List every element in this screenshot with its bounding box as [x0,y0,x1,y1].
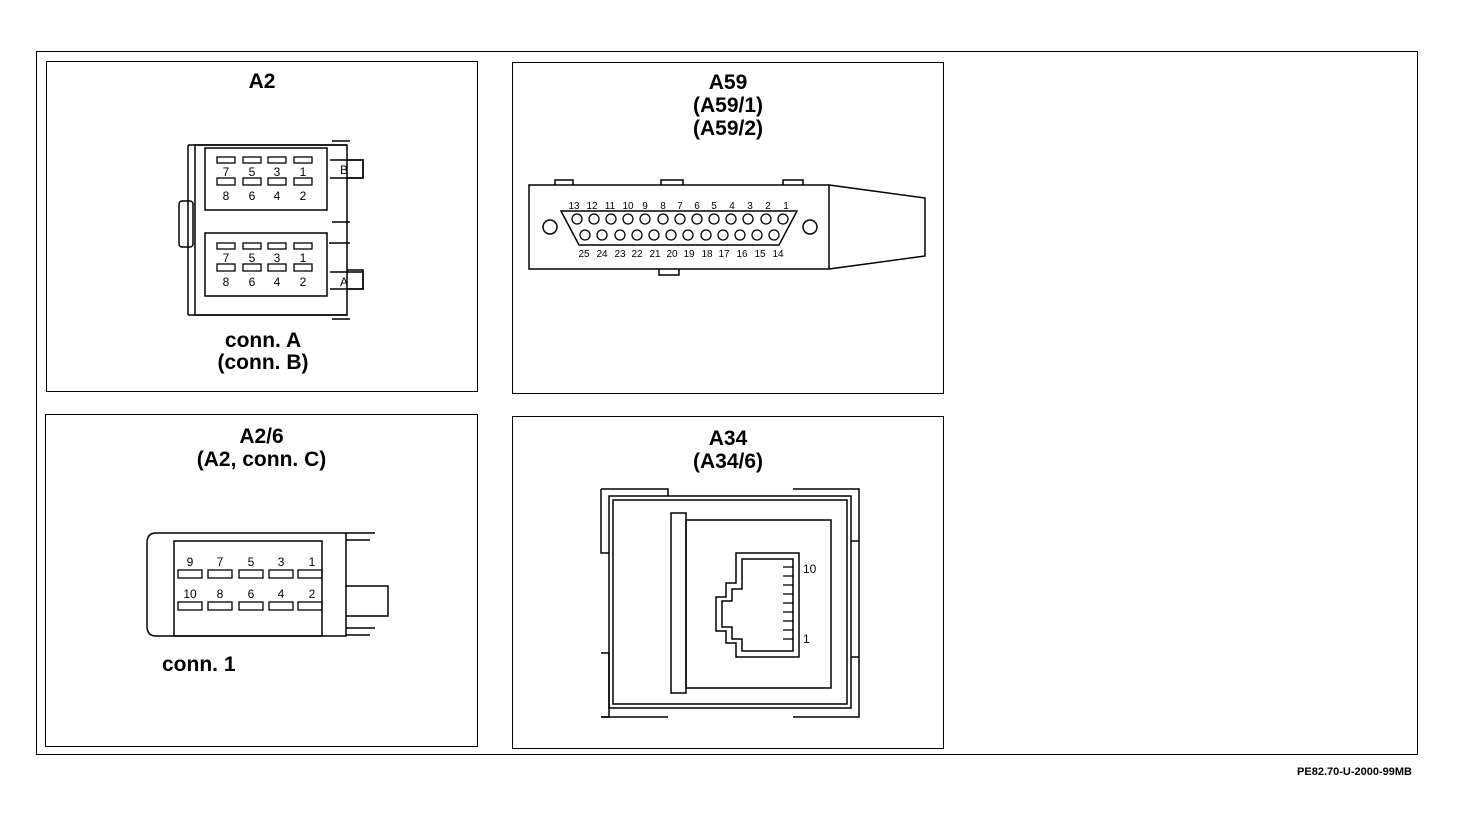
diagram-frame [36,51,1418,755]
a2-upper-pin-label: 1 [300,165,307,179]
a59-pin-label: 7 [677,201,683,212]
a2-lower-pin-label: 6 [249,275,256,289]
panel-a59-title: A59 [708,71,748,94]
a2-upper-pin-label: 6 [249,189,256,203]
a59-pin-label: 12 [586,201,598,212]
a59-pin-label: 13 [568,201,580,212]
a2-lower-pin-label: 3 [274,251,281,265]
a2-lower-pin-slots [216,242,313,272]
panel-a2-6-subtitle: (A2, conn. C) [196,448,327,471]
a59-pin-label: 3 [747,201,753,212]
a2-6-pin-label: 2 [309,587,316,601]
a2-6-pin-label: 8 [217,587,224,601]
a2-lower-pin-label: 8 [223,275,230,289]
a2-upper-pin-label: 2 [300,189,307,203]
a2-lower-pin-label: 1 [300,251,307,265]
a34-connector-drawing: 10 1 [600,488,860,718]
a59-top-pin-holes [571,213,789,225]
a2-upper-pin-label: 4 [274,189,281,203]
reference-code: PE82.70-U-2000-99MB [1297,766,1412,778]
a2-lower-pin-label: 4 [274,275,281,289]
a2-6-connector-drawing: 9 7 5 3 1 10 8 6 4 2 [146,532,389,637]
a2-6-pin-label: 3 [278,555,285,569]
a2-upper-pin-label: 7 [223,165,230,179]
a59-pin-label: 9 [642,201,648,212]
a59-pin-label: 18 [701,249,713,260]
a2-tag-b: B [340,163,348,177]
a59-pin-label: 17 [718,249,730,260]
a2-caption-conn-b: (conn. B) [217,351,309,374]
a59-pin-label: 24 [596,249,608,260]
a59-pin-label: 1 [783,201,789,212]
a59-connector-drawing: 13 12 11 10 9 8 7 6 5 4 3 2 1 25 24 23 2… [528,179,926,276]
panel-a59-subtitle-1: (A59/1) [692,94,764,117]
a59-pin-label: 16 [736,249,748,260]
panel-a34: A34 (A34/6) [512,416,944,749]
a2-lower-pin-label: 7 [223,251,230,265]
a59-pin-label: 8 [660,201,666,212]
a2-6-pin-label: 7 [217,555,224,569]
a2-upper-pin-label: 3 [274,165,281,179]
a59-pin-label: 21 [649,249,661,260]
a2-caption-conn-a: conn. A [224,329,302,352]
a2-6-pin-label: 5 [248,555,255,569]
a34-pin-label-high: 10 [803,562,817,576]
panel-a59: A59 (A59/1) (A59/2) [512,62,944,394]
a2-6-pin-label: 6 [248,587,255,601]
a59-pin-label: 2 [765,201,771,212]
a59-pin-label: 10 [622,201,634,212]
a59-pin-label: 22 [631,249,643,260]
a2-upper-pin-label: 8 [223,189,230,203]
a59-pin-label: 11 [605,201,616,212]
a59-bottom-pin-holes [579,229,780,241]
panel-a34-subtitle: (A34/6) [692,450,764,473]
a59-pin-label: 25 [578,249,590,260]
a59-pin-label: 20 [666,249,678,260]
panel-a2: A2 [46,61,478,392]
panel-a34-title: A34 [708,427,748,450]
panel-a59-subtitle-2: (A59/2) [692,117,764,140]
a2-6-caption-conn-1: conn. 1 [162,653,236,676]
a2-lower-pin-label: 2 [300,275,307,289]
panel-a2-6: A2/6 (A2, conn. C) [45,414,478,747]
a2-6-pin-label: 4 [278,587,285,601]
a2-upper-pin-slots [216,156,313,186]
panel-a2-title: A2 [248,70,276,93]
a34-jack-contacts [783,566,793,640]
panel-a2-6-title: A2/6 [239,425,284,448]
a59-pin-label: 5 [711,201,717,212]
a2-6-pin-label: 1 [309,555,316,569]
a34-pin-label-low: 1 [803,632,810,646]
a59-pin-label: 19 [683,249,695,260]
a2-upper-pin-label: 5 [249,165,256,179]
a59-pin-label: 6 [694,201,700,212]
a59-pin-label: 14 [772,249,784,260]
a2-lower-pin-label: 5 [249,251,256,265]
a2-tag-a: A [340,275,348,289]
a2-6-pin-slots [177,569,323,611]
a2-6-pin-label: 9 [187,555,194,569]
a2-6-pin-label: 10 [183,587,197,601]
a59-pin-label: 4 [729,201,735,212]
a59-pin-label: 23 [614,249,626,260]
a2-connector-drawing: 7 5 3 1 8 6 4 2 7 5 3 1 8 6 4 2 B A [178,140,364,320]
a59-pin-label: 15 [754,249,766,260]
